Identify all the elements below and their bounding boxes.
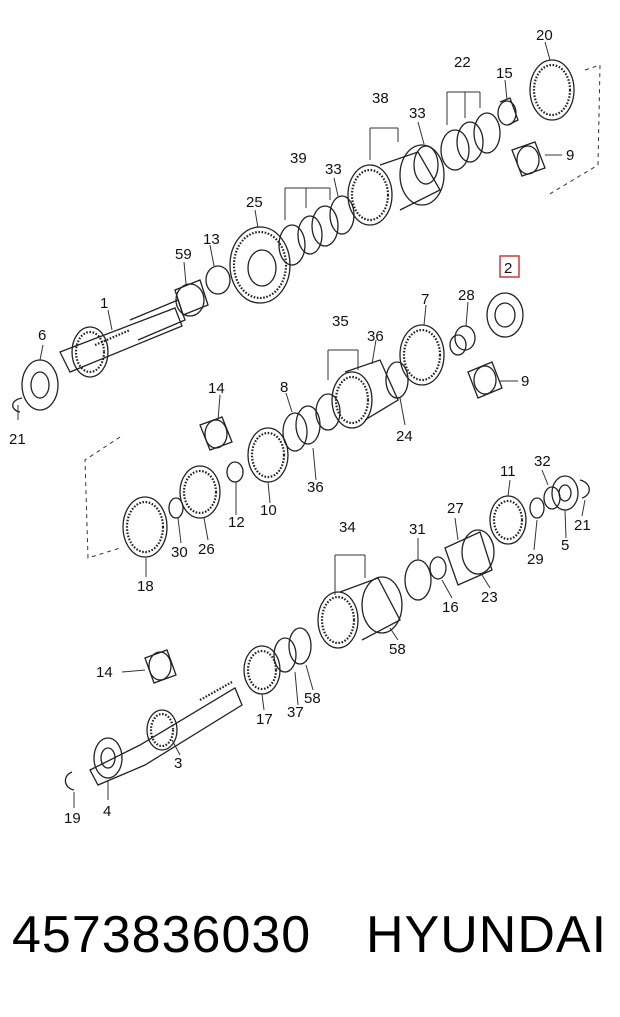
callout-29: 29 [527,551,544,568]
callout-37: 37 [287,704,304,721]
callout-30: 30 [171,544,188,561]
callout-38: 38 [372,90,389,107]
callout-24: 24 [396,428,413,445]
callout-36-lower: 36 [307,479,324,496]
callout-2: 2 [504,260,512,277]
callout-5: 5 [561,537,569,554]
callout-14-middle: 14 [208,380,225,397]
callout-1: 1 [100,295,108,312]
bottom-shaft-assembly [64,475,590,791]
callout-11: 11 [500,463,516,480]
callout-34: 34 [339,519,356,536]
callout-58-left: 58 [304,690,321,707]
callout-32: 32 [534,453,551,470]
callout-9-middle: 9 [521,373,529,390]
callout-9-top: 9 [566,147,574,164]
callout-17: 17 [256,711,273,728]
callout-20: 20 [536,27,553,44]
exploded-parts-diagram: 1 2 3 4 5 6 7 8 9 9 10 11 12 13 14 14 15… [9,27,601,827]
part-number: 4573836030 [12,906,312,964]
top-shaft-assembly [12,59,575,413]
callout-10: 10 [260,502,277,519]
callout-33-lower: 33 [325,161,342,178]
callout-25: 25 [246,194,263,211]
callout-39: 39 [290,150,307,167]
middle-shaft-assembly [122,292,524,558]
callout-27: 27 [447,500,464,517]
callout-12: 12 [228,514,245,531]
callout-13: 13 [203,231,220,248]
callout-21-left: 21 [9,431,26,448]
callout-35: 35 [332,313,349,330]
callout-15: 15 [496,65,513,82]
callout-18: 18 [137,578,154,595]
callout-33-upper: 33 [409,105,426,122]
callout-labels: 1 2 3 4 5 6 7 8 9 9 10 11 12 13 14 14 15… [9,27,591,827]
callout-23: 23 [481,589,498,606]
highlighted-callout-box [499,255,520,278]
callout-4: 4 [103,803,111,820]
callout-31: 31 [409,521,426,538]
callout-22: 22 [454,54,471,71]
callout-14-bottom: 14 [96,664,113,681]
callout-26: 26 [198,541,215,558]
part-footer: 4573836030 HYUNDAI [12,905,612,975]
callout-58-right: 58 [389,641,406,658]
callout-36-upper: 36 [367,328,384,345]
callout-7: 7 [421,291,429,308]
leader-lines [17,41,586,808]
dashed-guide-middle [84,436,121,559]
callout-19: 19 [64,810,81,827]
callout-8: 8 [280,379,288,396]
brand-name: HYUNDAI [366,906,608,964]
callout-59: 59 [175,246,192,263]
callout-3: 3 [174,755,182,772]
callout-28: 28 [458,287,475,304]
callout-16: 16 [442,599,459,616]
callout-21-right: 21 [574,517,591,534]
callout-6: 6 [38,327,46,344]
dashed-guide-top [547,64,601,196]
